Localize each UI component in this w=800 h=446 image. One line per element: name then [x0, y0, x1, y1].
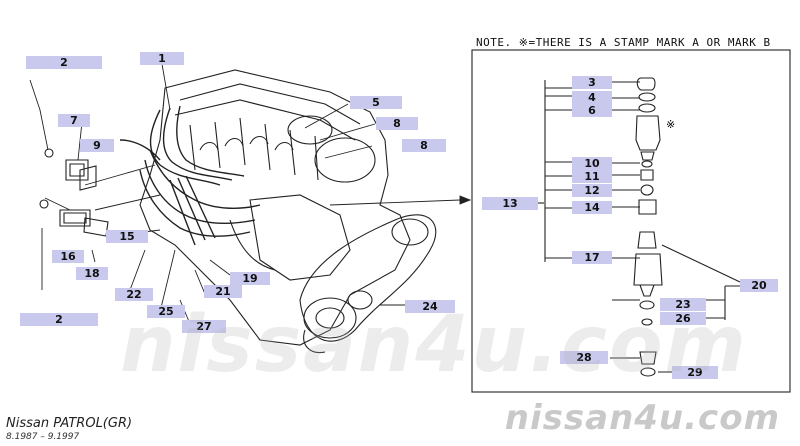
callout-4: 4: [572, 91, 612, 104]
callout-8-lower: 8: [402, 139, 446, 152]
callout-25: 25: [147, 305, 185, 318]
callout-16: 16: [52, 250, 84, 263]
pulley-belt: [299, 214, 437, 354]
callout-3: 3: [572, 76, 612, 89]
callout-21: 21: [204, 285, 242, 298]
model-dates: 8.1987 – 9.1997: [6, 432, 80, 442]
stamp-mark-icon: ※: [666, 118, 676, 131]
callout-2-top: 2: [26, 56, 102, 69]
callout-26: 26: [660, 312, 706, 325]
stamp-note: NOTE. ※=THERE IS A STAMP MARK A OR MARK …: [476, 36, 771, 49]
callout-12: 12: [572, 184, 612, 197]
callout-24: 24: [405, 300, 455, 313]
detail-box: [471, 49, 791, 393]
callout-29: 29: [672, 366, 718, 379]
callout-17: 17: [572, 251, 612, 264]
callout-14: 14: [572, 201, 612, 214]
callout-11: 11: [572, 170, 612, 183]
callout-22: 22: [115, 288, 153, 301]
leader-lines: [29, 63, 472, 325]
callout-2-bottom: 2: [20, 313, 98, 326]
engine-block: [139, 69, 411, 346]
callout-5: 5: [350, 96, 402, 109]
callout-19: 19: [230, 272, 270, 285]
left-parts: [39, 148, 109, 237]
callout-28: 28: [560, 351, 608, 364]
callout-13: 13: [482, 197, 538, 210]
callout-18: 18: [76, 267, 108, 280]
callout-15: 15: [106, 230, 148, 243]
callout-8-upper: 8: [376, 117, 418, 130]
callout-9: 9: [80, 139, 114, 152]
model-name: Nissan PATROL(GR): [6, 416, 133, 431]
callout-20: 20: [740, 279, 778, 292]
injection-pipes: [119, 105, 261, 246]
brand-logo: nissan4u.com: [504, 398, 780, 438]
callout-7: 7: [58, 114, 90, 127]
watermark: nissan4u.com: [120, 300, 748, 390]
callout-27: 27: [182, 320, 226, 333]
callout-1: 1: [140, 52, 184, 65]
callout-23: 23: [660, 298, 706, 311]
callout-10: 10: [572, 157, 612, 170]
callout-6: 6: [572, 104, 612, 117]
